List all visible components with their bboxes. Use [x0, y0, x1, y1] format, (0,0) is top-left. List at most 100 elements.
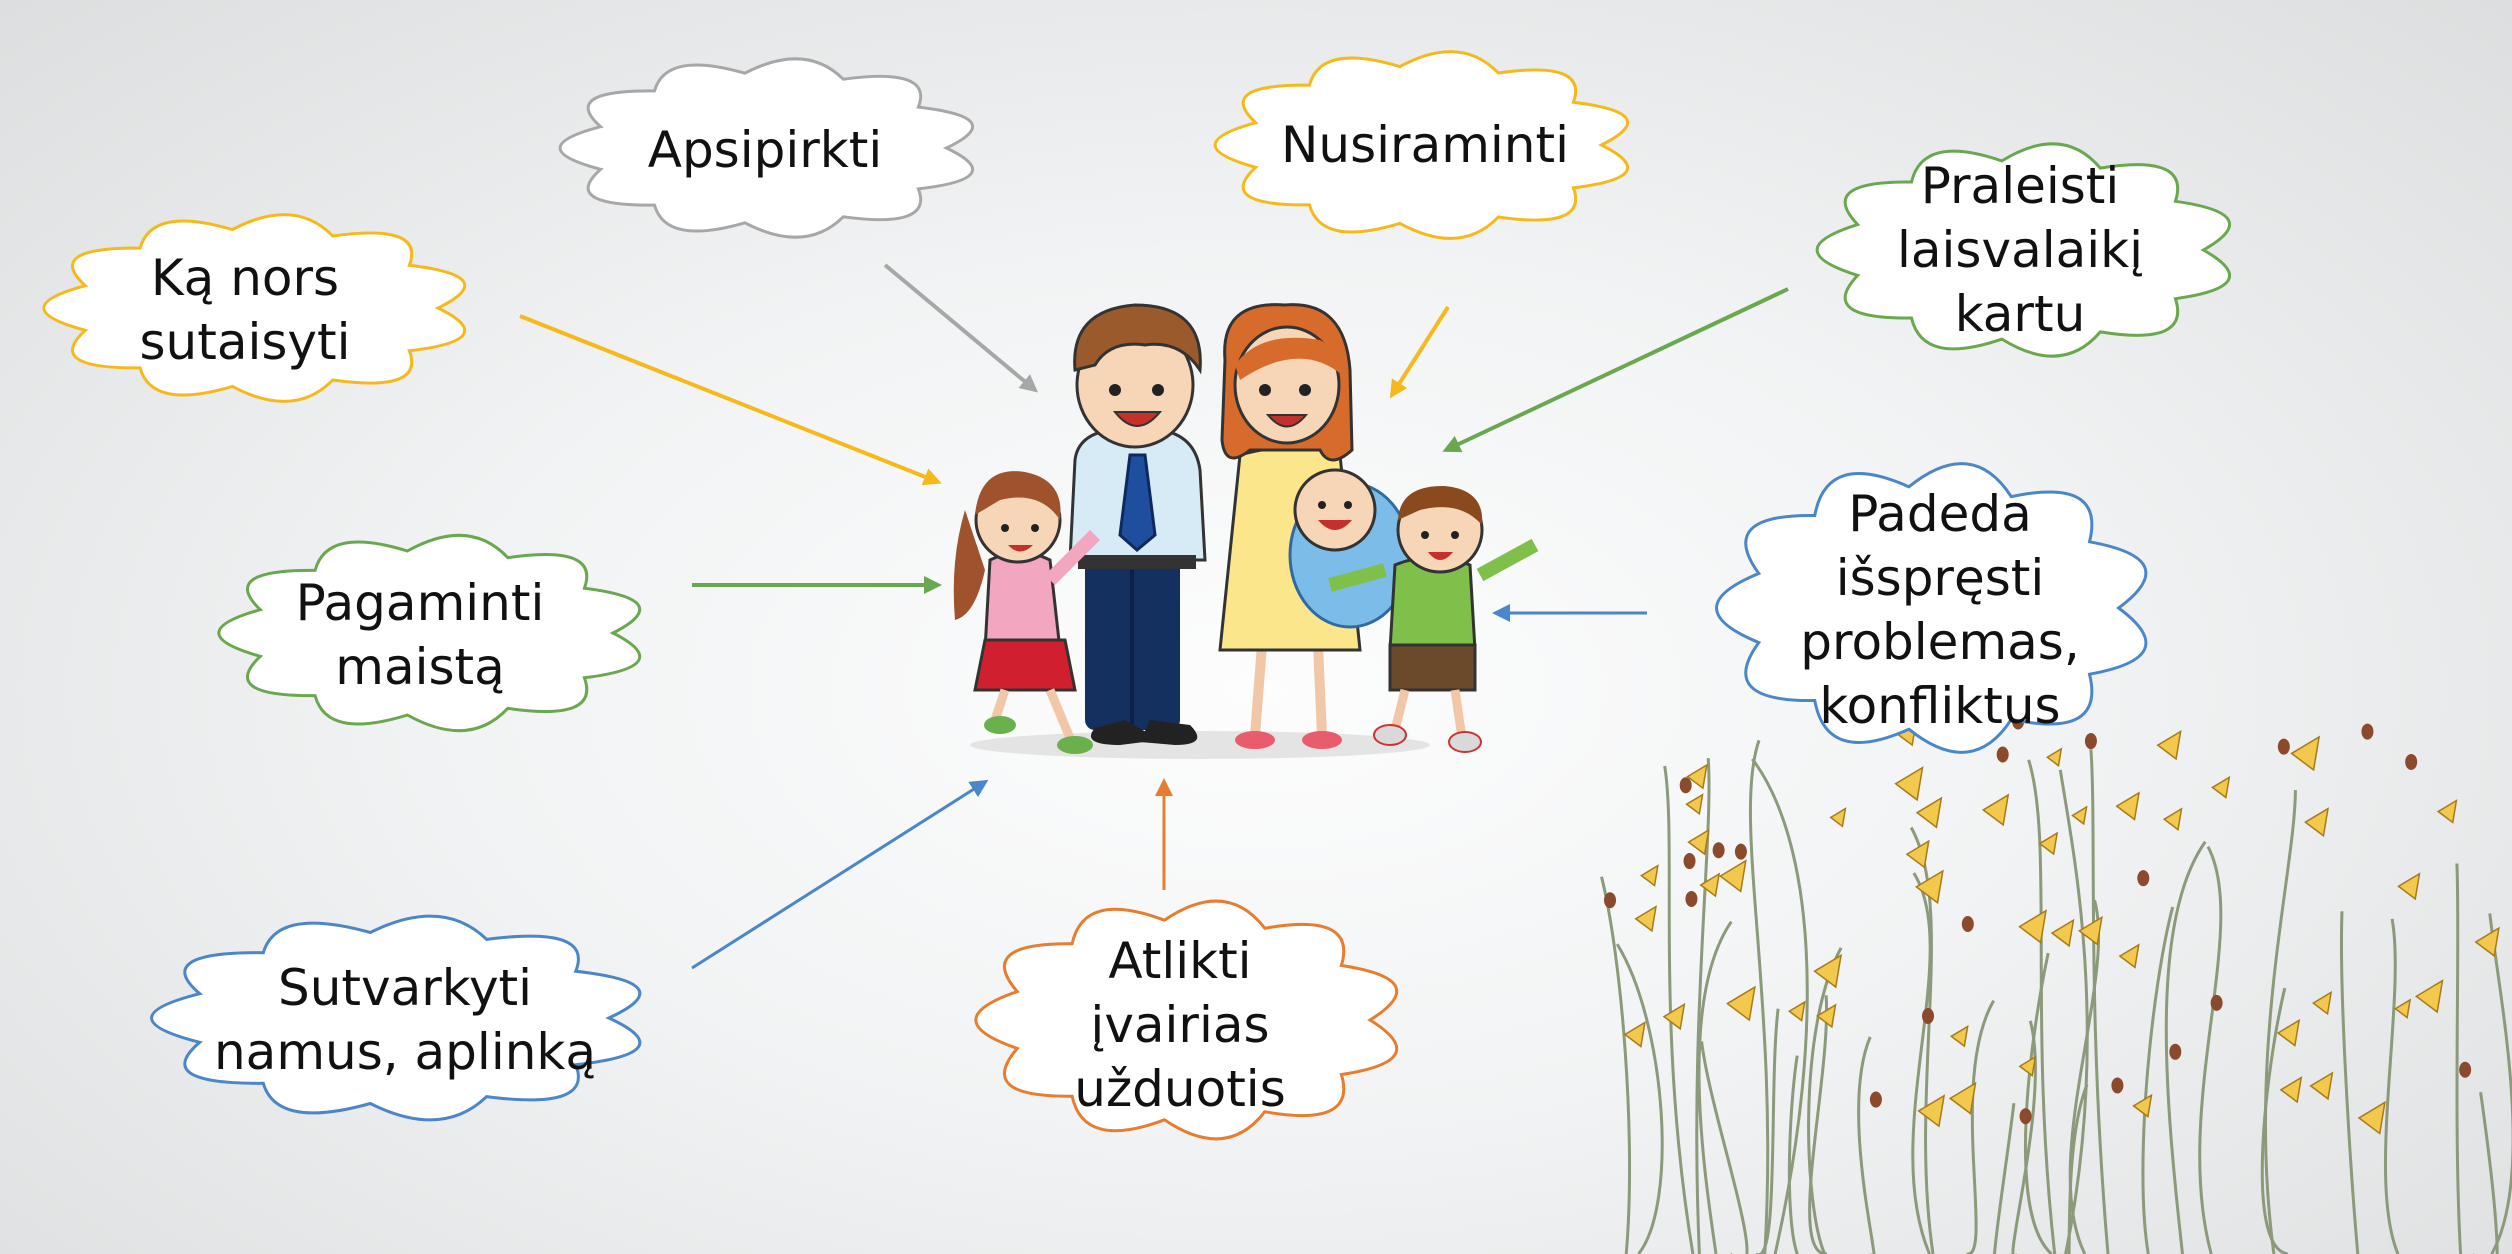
flower-stem [1751, 758, 1809, 1254]
flower-stems-decoration [1600, 710, 2512, 1254]
flower-petal [2357, 1100, 2386, 1135]
flower-petal [1634, 905, 1657, 933]
cloud-shape-pagaminti-maista [217, 533, 642, 733]
flower-petal [1948, 1081, 1977, 1115]
flower-petal [2414, 979, 2444, 1014]
arrow-apsipirkti [883, 263, 1039, 393]
flower-stem [1911, 872, 1932, 1254]
flower-petal [2474, 926, 2500, 958]
flower-stem [2383, 918, 2400, 1254]
flower-stem [1700, 1041, 1749, 1254]
flower-stem [2455, 863, 2463, 1254]
flower-stem [2339, 911, 2360, 1254]
flower-bud [2111, 1077, 2124, 1094]
flower-petal [1699, 872, 1721, 898]
flower-stem [1663, 765, 1695, 1254]
flower-bud [2019, 1108, 2032, 1125]
flower-petal [1662, 1002, 1686, 1031]
flower-stem [1755, 1008, 1780, 1254]
cloud-shape-nusiraminti [1213, 50, 1630, 240]
cloud-sutvarkyti-namus-line-1: Sutvarkyti [277, 959, 533, 1017]
arrow-nusiraminti [1389, 305, 1450, 399]
cloud-atlikti-uzduotis-line-1: Atlikti [1108, 932, 1252, 990]
arrow-sutvarkyti-namus [691, 779, 989, 970]
flower-stem [1697, 920, 1733, 1254]
cloud-apsipirkti: Apsipirkti [560, 100, 970, 200]
flower-bud [1922, 1007, 1935, 1024]
cloud-shape-apsipirkti [558, 57, 975, 239]
flower-stem [2263, 790, 2297, 1254]
father-figure [1068, 303, 1207, 745]
flower-petal [2118, 943, 2140, 969]
cloud-shape-sutvarkyti-namus [150, 914, 642, 1122]
flower-stem [2027, 759, 2057, 1254]
cloud-atlikti-uzduotis-line-3: užduotis [1074, 1060, 1286, 1118]
flower-petal [2018, 909, 2047, 944]
flower-petal [2050, 918, 2075, 948]
flower-petal [2038, 831, 2059, 856]
flower-petal [2311, 990, 2333, 1016]
cloud-apsipirkti-line-1: Apsipirkti [647, 121, 883, 179]
cloud-nusiraminti: Nusiraminti [1220, 95, 1630, 195]
mother-figure [1218, 303, 1412, 749]
flower-stem [1695, 757, 1711, 1254]
cloud-atlikti-uzduotis-line-2: įvairias [1090, 996, 1270, 1054]
flower-stem [1807, 947, 1843, 1254]
flower-stem [1857, 1036, 1876, 1254]
arrow-ka-nors-sutaisyti [519, 314, 942, 486]
flower-petal [2132, 1093, 2153, 1118]
flower-bud [1683, 853, 1696, 870]
flower-petal [2276, 1018, 2301, 1047]
flower-stem [2164, 840, 2207, 1254]
cloud-padeda-issprest-line-2: išspręsti [1835, 549, 2045, 607]
flower-petal [1915, 796, 1943, 829]
flower-stem [2059, 1083, 2089, 1254]
flower-petal [1914, 869, 1944, 905]
flower-petal [2397, 872, 2421, 901]
cloud-praleisti-laisvalaiki-line-2: laisvalaikį [1897, 221, 2143, 279]
flower-petal [2077, 915, 2103, 946]
cloud-padeda-issprest-line-3: problemas, [1800, 613, 2080, 671]
flower-petal [1718, 859, 1747, 893]
boy-figure [1328, 485, 1539, 753]
flower-stem [1600, 876, 1632, 1254]
cloud-sutvarkyti-namus-line-2: namus, aplinką [213, 1023, 596, 1081]
flower-petal [2436, 799, 2458, 824]
flower-stem [1615, 943, 1664, 1254]
cloud-praleisti-laisvalaiki: Praleisti laisvalaikį kartu [1820, 150, 2220, 350]
cloud-padeda-issprest-line-4: konfliktus [1819, 677, 2061, 735]
flower-petal [2045, 747, 2063, 767]
flower-petal [1685, 793, 1704, 816]
cloud-praleisti-laisvalaiki-line-3: kartu [1954, 285, 2086, 343]
cloud-shape-atlikti-uzduotis [974, 899, 1399, 1141]
girl-figure [953, 471, 1100, 754]
flower-petal [1787, 1000, 1806, 1022]
cloud-shape-praleisti-laisvalaiki [1815, 142, 2232, 358]
flower-petal [2162, 807, 2183, 831]
cloud-sutvarkyti-namus: Sutvarkyti namus, aplinką [170, 950, 640, 1090]
arrows [519, 263, 1789, 970]
flower-stem [2198, 846, 2223, 1254]
flower-stem [2058, 769, 2089, 1254]
cloud-shape-padeda-issprest [1715, 462, 2148, 754]
flower-petal [1813, 953, 1843, 989]
flower-petal [2290, 735, 2321, 772]
flower-stem [1787, 1055, 1823, 1254]
cloud-praleisti-laisvalaiki-line-1: Praleisti [1920, 157, 2120, 215]
flower-petal [1894, 766, 1924, 802]
cloud-atlikti-uzduotis: Atlikti įvairias užduotis [970, 925, 1390, 1125]
cloud-ka-nors-sutaisyti: Ką nors sutaisyti [40, 240, 450, 380]
cloud-ka-nors-sutaisyti-line-2: sutaisyti [139, 313, 351, 371]
flower-bud [1734, 843, 1747, 860]
cloud-padeda-issprest-line-1: Padeda [1848, 485, 2032, 543]
flower-petal [1687, 828, 1710, 856]
cloud-padeda-issprest: Padeda išspręsti problemas, konfliktus [1700, 475, 2180, 745]
flower-petal [1981, 793, 2010, 827]
cloud-pagaminti-maista-line-2: maistą [335, 638, 505, 696]
family-illustration [953, 303, 1539, 759]
flower-petal [1726, 985, 1756, 1022]
flower-bud [2459, 1061, 2472, 1078]
flower-bud [1679, 777, 1692, 794]
flower-petal [2071, 805, 2088, 826]
